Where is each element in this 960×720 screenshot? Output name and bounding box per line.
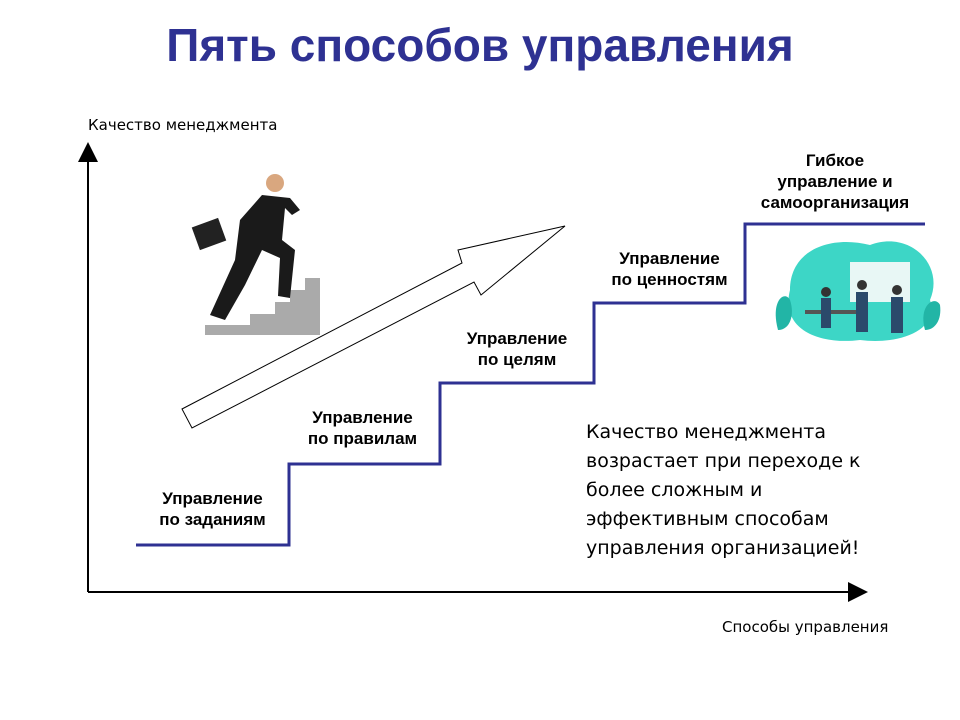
- note-line: управления организацией!: [586, 537, 860, 559]
- note-line: Качество менеджмента: [586, 421, 826, 443]
- step-values: Управление по ценностям: [594, 248, 745, 290]
- step-label: Управление: [466, 329, 568, 348]
- step-label: Управление: [619, 249, 720, 268]
- businessman-stairs-illustration: [191, 174, 320, 335]
- step-rules: Управление по правилам: [285, 407, 440, 449]
- x-axis-label: Способы управления: [722, 618, 889, 636]
- step-label: по правилам: [307, 429, 418, 448]
- step-label: управление и: [777, 172, 893, 191]
- step-label: самоорганизация: [760, 193, 910, 212]
- summary-note: Качество менеджмента возрастает при пере…: [586, 418, 906, 563]
- team-illustration: [775, 241, 941, 341]
- note-line: более сложным и: [586, 479, 763, 501]
- growth-arrow: [181, 225, 566, 429]
- step-tasks: Управление по заданиям: [136, 488, 289, 530]
- step-label: Гибкое: [805, 151, 865, 170]
- step-label: Управление: [162, 489, 263, 508]
- staircase-line: [136, 222, 925, 547]
- step-agile: Гибкое управление и самоорганизация: [745, 150, 925, 213]
- slide-title: Пять способов управления: [166, 19, 794, 71]
- note-line: возрастает при переходе к: [586, 450, 861, 472]
- step-goals: Управление по целям: [440, 328, 594, 370]
- y-axis-label: Качество менеджмента: [88, 116, 278, 134]
- note-line: эффективным способам: [586, 508, 829, 530]
- step-label: по заданиям: [159, 510, 266, 529]
- step-label: по целям: [477, 350, 557, 369]
- step-label: Управление: [312, 408, 413, 427]
- step-label: по ценностям: [611, 270, 728, 289]
